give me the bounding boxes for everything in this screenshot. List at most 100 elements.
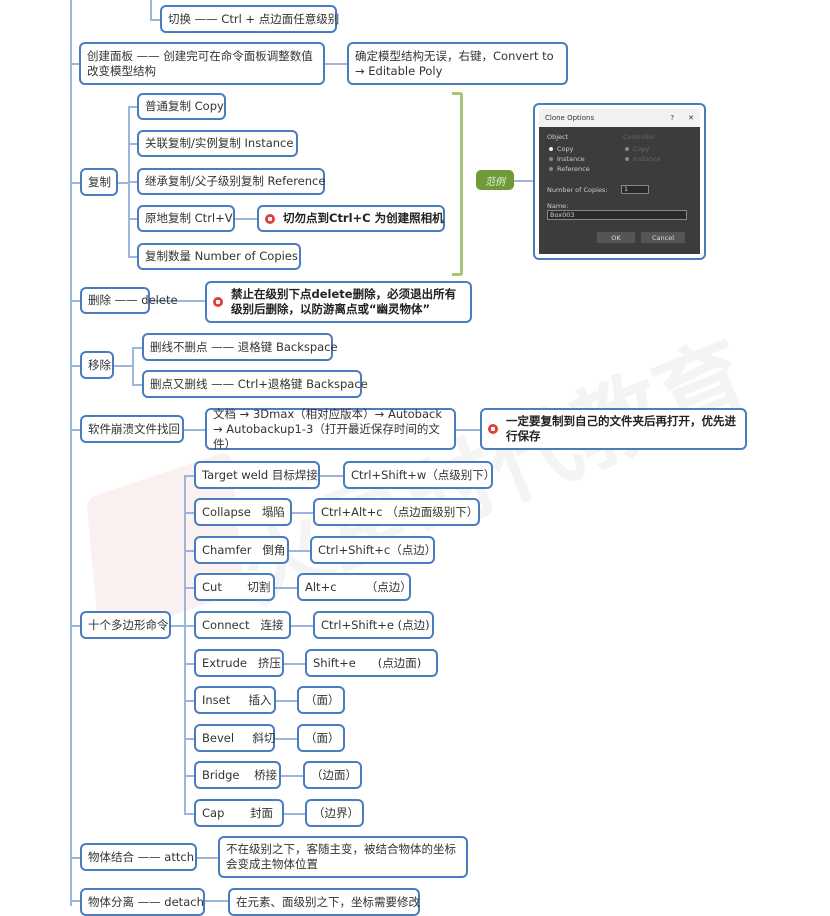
node-recover[interactable]: 软件崩溃文件找回 — [80, 415, 184, 443]
node-poly-commands[interactable]: 十个多边形命令 — [80, 611, 171, 639]
close-icon: ✕ — [688, 114, 694, 122]
connector — [197, 857, 218, 859]
node-cmd-note[interactable]: Ctrl+Shift+e (点边) — [313, 611, 434, 639]
connector — [171, 625, 184, 627]
node-cmd-note[interactable]: Shift+e (点边面) — [305, 649, 438, 677]
connector — [70, 900, 80, 902]
connector — [70, 365, 80, 367]
node-detach-note[interactable]: 在元素、面级别之下，坐标需要修改 — [228, 888, 420, 916]
copies-label: Number of Copies: — [547, 186, 608, 194]
connector — [70, 429, 80, 431]
node-cmd-note[interactable]: Ctrl+Alt+c （点边面级别下） — [313, 498, 480, 526]
node-cmd-note[interactable]: （面） — [297, 724, 345, 752]
connector — [70, 300, 80, 302]
connector — [291, 625, 313, 627]
connector — [128, 218, 137, 220]
main-spine — [70, 0, 72, 906]
connector — [132, 347, 134, 385]
node-copy-reference[interactable]: 继承复制/父子级别复制 Reference — [137, 168, 325, 195]
connector — [184, 625, 194, 627]
node-cmd-note[interactable]: （面） — [297, 686, 345, 714]
node-copy-warning[interactable]: 切勿点到Ctrl+C 为创建照相机 — [257, 205, 445, 232]
connector — [184, 475, 186, 813]
connector — [184, 475, 194, 477]
controller-label: Controller — [623, 133, 655, 141]
node-remove-line[interactable]: 删线不删点 —— 退格键 Backspace — [142, 333, 338, 361]
connector — [292, 512, 313, 514]
radio-dot-icon — [549, 157, 553, 161]
node-cmd-chamfer[interactable]: Chamfer 倒角 — [194, 536, 289, 564]
connector — [128, 143, 137, 145]
connector — [275, 738, 297, 740]
node-cmd-note[interactable]: Alt+c （点边） — [297, 573, 412, 601]
node-copy-instance[interactable]: 关联复制/实例复制 Instance — [137, 130, 298, 157]
node-cmd-inset[interactable]: Inset 插入 — [194, 686, 276, 714]
radio-dot-icon — [549, 167, 553, 171]
connector — [70, 857, 80, 859]
node-switch[interactable]: 切换 —— Ctrl + 点边面任意级别 — [160, 5, 339, 33]
node-create-panel[interactable]: 创建面板 —— 创建完可在命令面板调整数值改变模型结构 — [79, 42, 325, 85]
node-recover-warning[interactable]: 一定要复制到自己的文件夹后再打开，优先进行保存 — [480, 408, 747, 450]
warning-text: 禁止在级别下点delete删除，必须退出所有级别后删除，以防游离点或“幽灵物体” — [231, 287, 457, 316]
node-cmd-bridge[interactable]: Bridge 桥接 — [194, 761, 281, 789]
copies-input: 1 — [621, 185, 649, 194]
connector — [184, 587, 194, 589]
warning-icon — [488, 424, 498, 434]
connector — [118, 182, 128, 184]
node-delete[interactable]: 删除 —— delete — [80, 287, 178, 314]
cancel-button: Cancel — [641, 232, 685, 243]
connector — [132, 347, 142, 349]
node-recover-path[interactable]: 文档 → 3Dmax（相对应版本）→ Autoback → Autobackup… — [205, 407, 456, 451]
example-label[interactable]: 范例 — [476, 170, 514, 190]
warning-text: 切勿点到Ctrl+C 为创建照相机 — [283, 211, 444, 225]
node-delete-warning[interactable]: 禁止在级别下点delete删除，必须退出所有级别后删除，以防游离点或“幽灵物体” — [205, 281, 472, 323]
node-copy-inplace[interactable]: 原地复制 Ctrl+V — [137, 205, 235, 232]
connector — [205, 900, 228, 902]
connector — [114, 365, 132, 367]
connector — [514, 180, 533, 182]
connector — [235, 218, 257, 220]
node-cmd-note[interactable]: Ctrl+Shift+w（点级别下） — [343, 461, 495, 489]
node-remove[interactable]: 移除 — [80, 351, 114, 379]
connector — [132, 384, 142, 386]
node-cmd-target-weld[interactable]: Target weld 目标焊接 — [194, 461, 320, 489]
connector — [325, 63, 347, 65]
node-cmd-extrude[interactable]: Extrude 挤压 — [194, 649, 284, 677]
node-copy-normal[interactable]: 普通复制 Copy — [137, 93, 226, 120]
connector — [184, 663, 194, 665]
connector — [289, 550, 310, 552]
node-cmd-collapse[interactable]: Collapse 塌陷 — [194, 498, 292, 526]
node-cmd-connect[interactable]: Connect 连接 — [194, 611, 291, 639]
connector — [320, 475, 343, 477]
node-cmd-note[interactable]: （边界） — [305, 799, 364, 827]
warning-text: 一定要复制到自己的文件夹后再打开，优先进行保存 — [506, 414, 736, 443]
help-icon: ? — [670, 114, 675, 122]
connector — [276, 700, 297, 702]
node-remove-vertex[interactable]: 删点又删线 —— Ctrl+退格键 Backspace — [142, 370, 368, 398]
node-detach[interactable]: 物体分离 —— detach — [80, 888, 205, 916]
connector — [128, 106, 137, 108]
node-cmd-note[interactable]: （边面） — [303, 761, 362, 789]
node-attach[interactable]: 物体结合 —— attch — [80, 843, 197, 871]
node-convert[interactable]: 确定模型结构无误，右键，Convert to → Editable Poly — [347, 42, 568, 85]
connector — [184, 775, 194, 777]
warning-icon — [265, 213, 275, 224]
connector — [70, 625, 80, 627]
radio-instance: Instance — [549, 155, 585, 163]
node-copy[interactable]: 复制 — [80, 168, 118, 196]
node-copy-number[interactable]: 复制数量 Number of Copies — [137, 243, 301, 270]
node-cmd-cut[interactable]: Cut 切割 — [194, 573, 275, 601]
node-cmd-note[interactable]: Ctrl+Shift+c（点边） — [310, 536, 436, 564]
object-label: Object — [547, 133, 569, 141]
clone-options-dialog: Clone Options ? ✕ Object Copy Instance R… — [539, 109, 700, 254]
radio-dot-icon — [625, 147, 629, 151]
node-cmd-cap[interactable]: Cap 封面 — [194, 799, 284, 827]
summary-bracket — [452, 92, 463, 276]
radio-dot-icon — [625, 157, 629, 161]
node-cmd-bevel[interactable]: Bevel 斜切 — [194, 724, 275, 752]
node-attach-note[interactable]: 不在级别之下，客随主变，被结合物体的坐标会变成主物体位置 — [218, 836, 468, 878]
connector — [281, 775, 303, 777]
dialog-title: Clone Options — [545, 114, 595, 122]
connector — [70, 63, 80, 65]
connector — [150, 0, 152, 20]
